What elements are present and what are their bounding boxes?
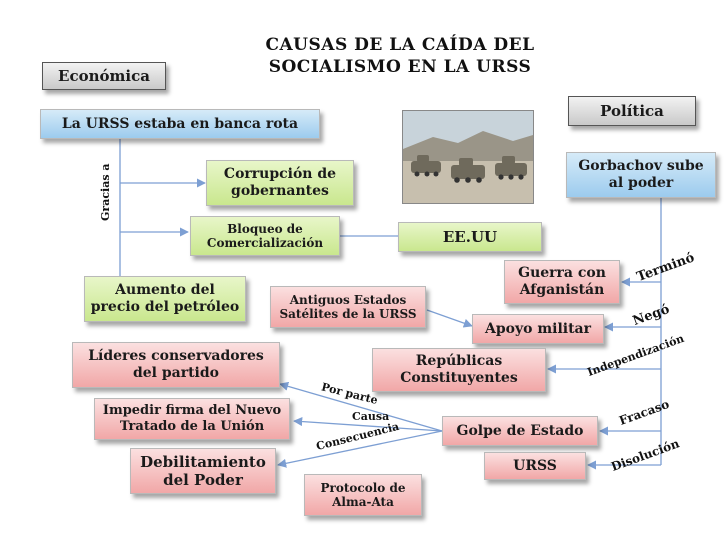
node-lideres-conservadores: Líderes conservadores del partido [72,342,280,388]
link-golpe-lideres [279,381,443,432]
node-bloqueo: Bloqueo de Comercialización [190,216,340,256]
node-debilitamiento-poder: Debilitamiento del Poder [130,448,276,494]
node-guerra-afganistan: Guerra con Afganistán [504,260,620,304]
header-politica-label: Política [600,102,664,120]
convoy-icon [403,111,533,203]
node-protocolo-alma-ata: Protocolo de Alma-Ata [304,474,422,516]
node-eeuu: EE.UU [398,222,542,252]
node-gorbachov: Gorbachov sube al poder [566,152,716,198]
header-economica-label: Económica [58,67,150,85]
label-gracias-a: Gracias a [99,163,112,221]
header-economica: Económica [42,62,166,90]
link-golpe-tratado [293,417,443,432]
node-urss-banca-rota: La URSS estaba en banca rota [40,109,320,139]
node-corrupcion: Corrupción de gobernantes [206,160,354,206]
node-urss: URSS [484,452,586,480]
title-line-1: CAUSAS DE LA CAÍDA DEL [265,35,535,55]
label-causa: Causa [352,410,390,423]
link-satelites-apoyo [426,309,473,328]
node-aumento-petroleo: Aumento del precio del petróleo [84,276,246,322]
armored-convoy-photo [402,110,534,204]
node-republicas-constituyentes: Repúblicas Constituyentes [372,348,546,392]
link-golpe-debilitamiento [277,430,443,468]
title-line-2: SOCIALISMO EN LA URSS [268,57,532,77]
node-golpe-estado: Golpe de Estado [442,416,598,446]
node-apoyo-militar: Apoyo militar [472,314,604,344]
header-politica: Política [568,96,696,126]
node-estados-satelites: Antiguos Estados Satélites de la URSS [270,286,426,328]
page-title: CAUSAS DE LA CAÍDA DEL SOCIALISMO EN LA … [230,34,570,78]
node-impedir-tratado: Impedir firma del Nuevo Tratado de la Un… [94,398,290,440]
